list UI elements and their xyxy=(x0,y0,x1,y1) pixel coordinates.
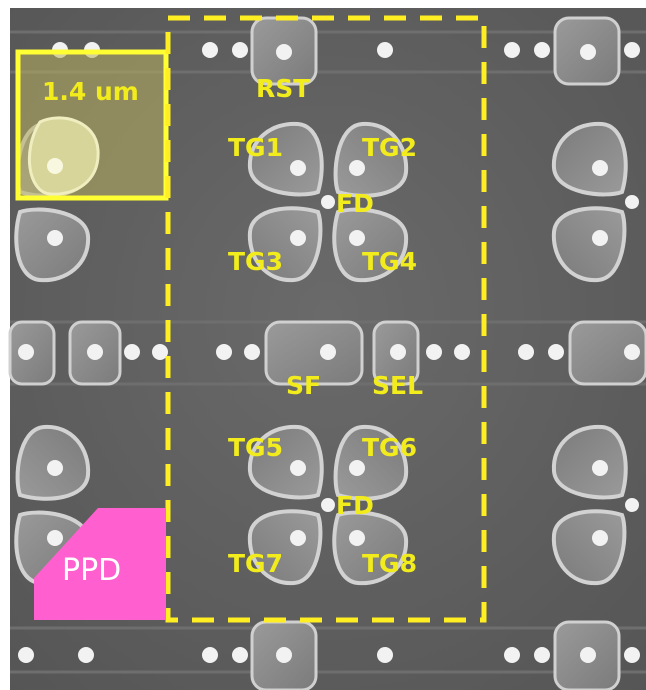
sf-gate xyxy=(264,320,364,386)
contact xyxy=(232,42,248,58)
ppd-region xyxy=(34,508,166,620)
tg-cluster-upper xyxy=(247,121,409,283)
rst-label: RST xyxy=(256,74,310,103)
tg-cluster-right-upper xyxy=(551,121,639,283)
sf-label: SF xyxy=(286,371,321,400)
tg5-label: TG5 xyxy=(228,433,283,462)
pixel-unit-dashed-box xyxy=(165,15,487,623)
tg2-label: TG2 xyxy=(362,133,417,162)
contact xyxy=(202,42,218,58)
scale-box xyxy=(15,49,169,201)
contact xyxy=(624,42,640,58)
ppd-label: PPD xyxy=(62,553,121,588)
tg1-label: TG1 xyxy=(228,133,283,162)
labels: 1.4 um RST TG1 TG2 FD TG3 TG4 SF SEL TG5… xyxy=(42,74,423,578)
tg4-label: TG4 xyxy=(362,247,417,276)
contact xyxy=(534,42,550,58)
fd-bottom-label: FD xyxy=(336,491,374,520)
middle-row-devices xyxy=(8,320,646,386)
fd-top-label: FD xyxy=(336,189,374,218)
contact xyxy=(276,44,292,60)
contact xyxy=(504,42,520,58)
tg-cluster-left-lower xyxy=(14,424,91,586)
tg7-label: TG7 xyxy=(228,549,283,578)
highlighted-photodiode xyxy=(27,116,100,196)
contact xyxy=(580,44,596,60)
bottom-row-devices xyxy=(18,620,640,690)
scale-label: 1.4 um xyxy=(42,77,139,106)
contact xyxy=(377,42,393,58)
sel-label: SEL xyxy=(372,371,423,400)
tg6-label: TG6 xyxy=(362,433,417,462)
top-row-devices xyxy=(52,16,640,86)
tg-cluster-right-lower xyxy=(551,424,639,586)
tg8-label: TG8 xyxy=(362,549,417,578)
tg-cluster-lower xyxy=(247,424,409,586)
tg3-label: TG3 xyxy=(228,247,283,276)
